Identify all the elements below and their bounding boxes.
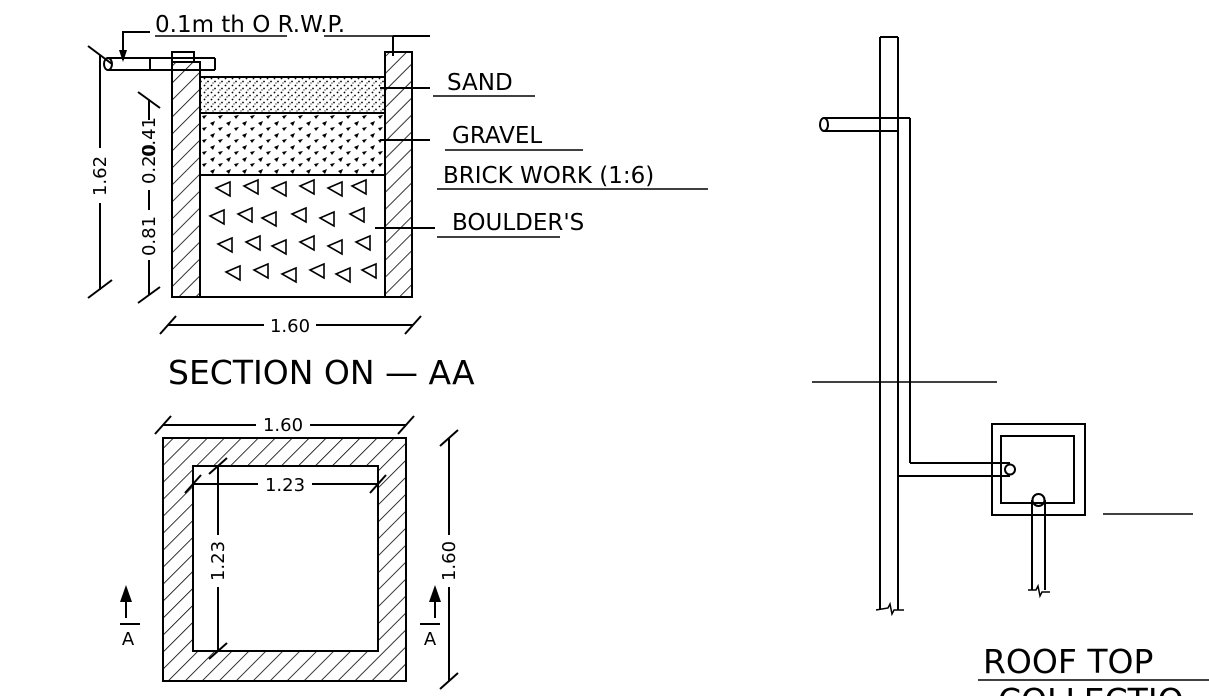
svg-text:A: A xyxy=(424,629,437,650)
section-title: SECTION ON — AA xyxy=(168,353,475,392)
section-mark-right: A xyxy=(420,585,441,650)
pipe-label-leader xyxy=(122,31,150,60)
sand-layer xyxy=(199,76,386,114)
dim-section-width-text: 1.60 xyxy=(270,316,310,337)
dim-layer-b-text: 0.41 xyxy=(139,117,160,157)
gravel-layer xyxy=(199,112,386,176)
plan-view: 1.60 1.23 1.23 1.60 A A xyxy=(120,414,460,690)
dim-lower-height: 0.81 0.20 0.41 xyxy=(137,91,161,304)
left-wall xyxy=(171,61,201,298)
dim-section-width: 1.60 xyxy=(159,314,422,337)
label-boulders: BOULDER'S xyxy=(452,210,584,236)
plan-outer-height-text: 1.60 xyxy=(439,541,460,581)
pipe-label-arrow xyxy=(119,50,127,62)
outlet-break xyxy=(1028,583,1050,599)
downpipe-break xyxy=(875,601,904,617)
chamber-inner xyxy=(1000,435,1075,504)
boulder-symbols xyxy=(208,178,377,284)
pipe-label: 0.1m th O R.W.P. xyxy=(155,12,345,38)
section-view: 0.1m th O R.W.P. xyxy=(87,12,708,392)
roof-top-schematic: ROOF TOP COLLECTIO xyxy=(812,36,1209,696)
svg-text:A: A xyxy=(122,629,135,650)
label-sand: SAND xyxy=(447,70,513,96)
chamber-outer xyxy=(991,423,1086,516)
plan-inner-width-text: 1.23 xyxy=(265,475,305,496)
label-brick-work: BRICK WORK (1:6) xyxy=(443,163,654,189)
boulder-layer xyxy=(199,174,386,298)
dim-total-height-text: 1.62 xyxy=(90,156,111,196)
label-gravel: GRAVEL xyxy=(452,123,542,149)
dim-total-height: 1.62 xyxy=(87,45,113,299)
section-mark-left: A xyxy=(120,585,140,650)
plan-wall xyxy=(162,437,407,682)
dim-lower-height-text: 0.81 xyxy=(139,216,160,256)
plan-outer-width-text: 1.60 xyxy=(263,415,303,436)
schematic-title-line2: COLLECTIO xyxy=(998,681,1184,696)
plan-inner-height-text: 1.23 xyxy=(208,541,229,581)
schematic-title-line1: ROOF TOP xyxy=(983,642,1153,681)
dim-layer-a-text: 0.20 xyxy=(139,144,160,184)
